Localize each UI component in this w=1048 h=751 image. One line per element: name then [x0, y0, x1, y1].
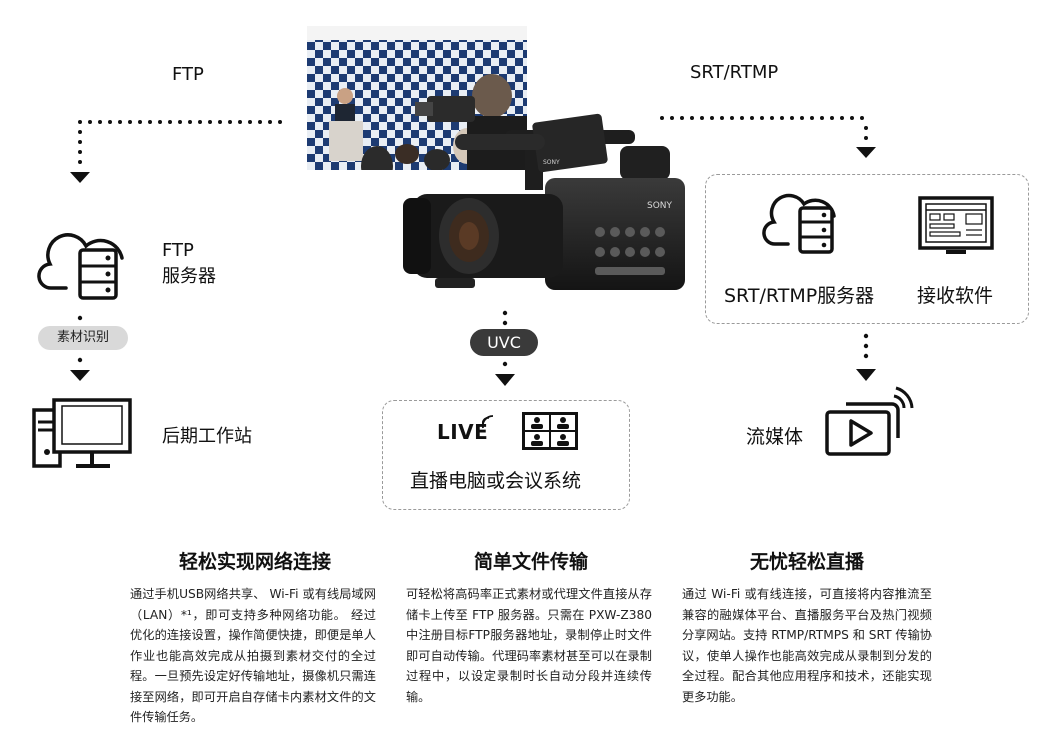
workstation-icon: [32, 398, 132, 468]
receiving-software-icon: [918, 196, 994, 254]
srt-server-box: [705, 174, 1029, 324]
streaming-play-icon: [825, 386, 914, 456]
feature-title-file-transfer: 简单文件传输: [473, 551, 588, 573]
live-system-label: 直播电脑或会议系统: [410, 470, 582, 492]
camera-brand-small-text: SONY: [543, 159, 560, 166]
srt-rtmp-label: SRT/RTMP: [690, 62, 779, 83]
feature-body-file-transfer: 可轻松将高码率正式素材或代理文件直接从存储卡上传至 FTP 服务器。只需在 PX…: [406, 587, 652, 704]
feature-body-network: 通过手机USB网络共享、 Wi-Fi 或有线局域网（LAN）*¹，即可支持多种网…: [130, 587, 376, 724]
live-logo: LIVE: [437, 420, 488, 444]
ftp-server-label-line2: 服务器: [162, 266, 216, 287]
srt-server-label: SRT/RTMP服务器: [724, 285, 875, 307]
receive-software-label: 接收软件: [917, 285, 994, 307]
feature-title-network: 轻松实现网络连接: [178, 551, 331, 573]
material-recognition-tag: 素材识别: [38, 326, 128, 350]
live-text: LIVE: [437, 420, 489, 444]
broadcast-signal-icon: [481, 415, 494, 429]
ftp-label: FTP: [172, 64, 204, 85]
video-conference-icon: [522, 412, 578, 450]
workstation-label: 后期工作站: [162, 426, 252, 447]
cloud-server-icon: [37, 233, 124, 300]
camera-image: SONY SONY: [395, 112, 700, 302]
streaming-label: 流媒体: [746, 426, 804, 448]
feature-body-live-stream: 通过 Wi-Fi 或有线连接，可直接将内容推流至兼容的融媒体平台、直播服务平台及…: [682, 587, 932, 704]
ftp-server-label-line1: FTP: [162, 240, 194, 261]
live-system-box: [382, 400, 630, 510]
camcorder-illustration: SONY SONY: [403, 113, 685, 290]
uvc-tag: UVC: [470, 329, 538, 356]
camera-brand-text: SONY: [647, 201, 673, 211]
feature-title-live-stream: 无忧轻松直播: [749, 551, 864, 573]
srt-cloud-server-icon: [762, 193, 836, 254]
